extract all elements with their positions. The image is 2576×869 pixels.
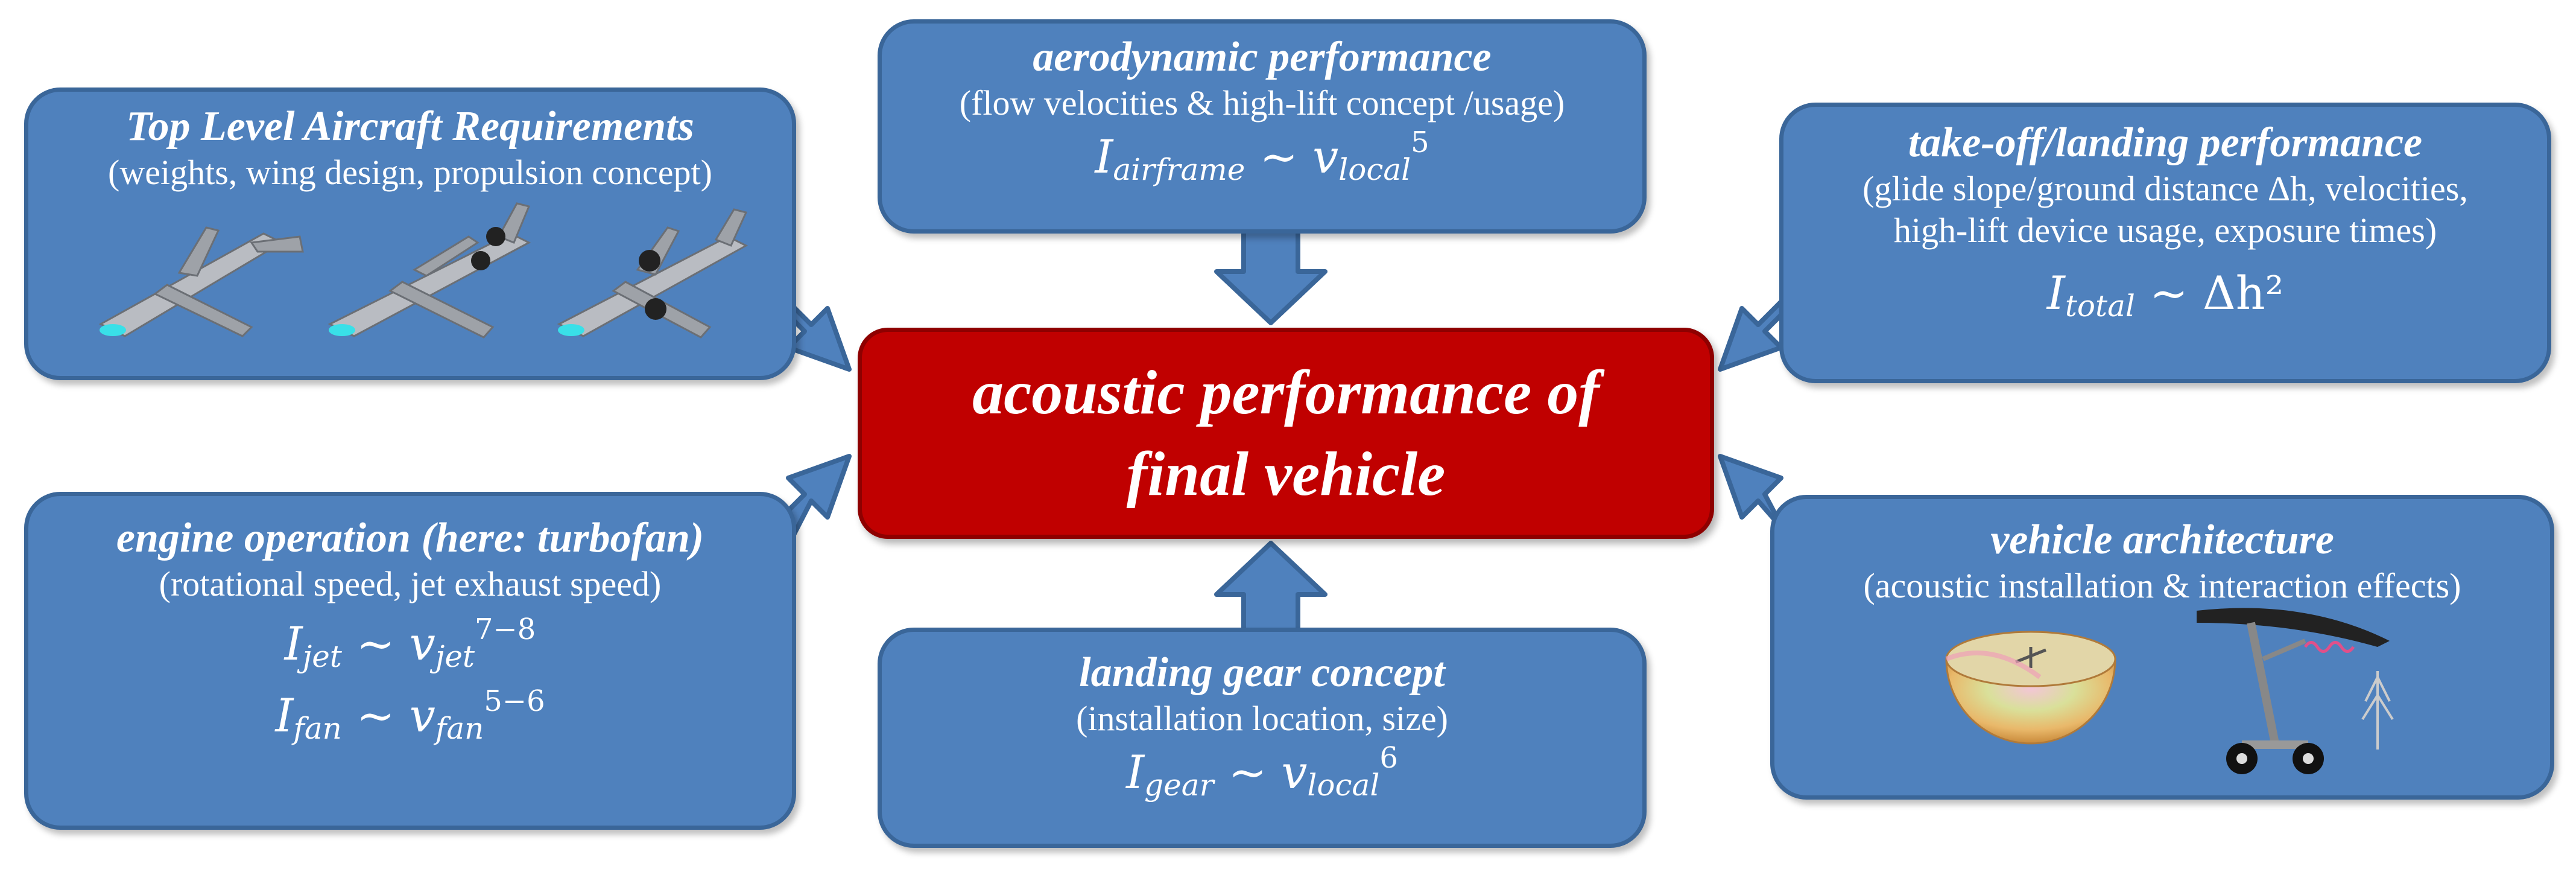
engine-equation-jet: Ijet ~ vjet7−8 <box>284 613 536 675</box>
architecture-title: vehicle architecture <box>1990 517 2334 563</box>
architecture-subtitle: (acoustic installation & interaction eff… <box>1863 565 2461 605</box>
gear-box: landing gear concept (installation locat… <box>878 628 1647 848</box>
takeoff-subtitle-2: high-lift device usage, exposure times) <box>1893 211 2437 250</box>
center-title-line-1: acoustic performance of <box>972 357 1600 427</box>
gear-title: landing gear concept <box>1079 649 1445 696</box>
architecture-box: vehicle architecture (acoustic installat… <box>1770 495 2554 800</box>
aero-subtitle: (flow velocities & high-lift concept /us… <box>959 83 1565 123</box>
takeoff-title: take-off/landing performance <box>1908 119 2423 166</box>
engine-box: engine operation (here: turbofan) (rotat… <box>24 492 796 830</box>
tlar-title: Top Level Aircraft Requirements <box>126 103 694 150</box>
tlar-subtitle: (weights, wing design, propulsion concep… <box>108 152 712 192</box>
takeoff-box: take-off/landing performance (glide slop… <box>1779 103 2551 383</box>
engine-equation-fan: Ifan ~ vfan5−6 <box>275 684 545 746</box>
aero-box: aerodynamic performance (flow velocities… <box>878 19 1647 234</box>
gear-subtitle: (installation location, size) <box>1076 698 1448 738</box>
noise-directivity-dome-icon <box>1945 631 2116 745</box>
takeoff-subtitle-1: (glide slope/ground distance Δh, velocit… <box>1862 168 2468 208</box>
aero-title: aerodynamic performance <box>1033 34 1492 80</box>
takeoff-equation: Itotal ~ Δh² <box>2046 266 2284 323</box>
aircraft-2-icon <box>328 202 531 339</box>
aero-equation: Iairframe ~ vlocal5 <box>1095 126 1429 188</box>
arrow-gear-to-center <box>1214 541 1328 633</box>
gear-equation: Igear ~ vlocal6 <box>1126 741 1398 803</box>
engine-subtitle: (rotational speed, jet exhaust speed) <box>159 564 662 603</box>
acoustic-performance-box: acoustic performance of final vehicle <box>858 328 1714 539</box>
aircraft-illustrations <box>98 202 748 339</box>
arrow-aero-to-center <box>1214 221 1328 325</box>
tlar-box: Top Level Aircraft Requirements (weights… <box>24 88 796 380</box>
architecture-illustrations <box>1945 608 2394 774</box>
wing-landing-gear-icon <box>2197 608 2394 774</box>
center-title-line-2: final vehicle <box>1126 439 1446 509</box>
aircraft-3-icon <box>557 208 748 339</box>
aircraft-1-icon <box>98 226 304 337</box>
engine-title: engine operation (here: turbofan) <box>116 515 704 561</box>
